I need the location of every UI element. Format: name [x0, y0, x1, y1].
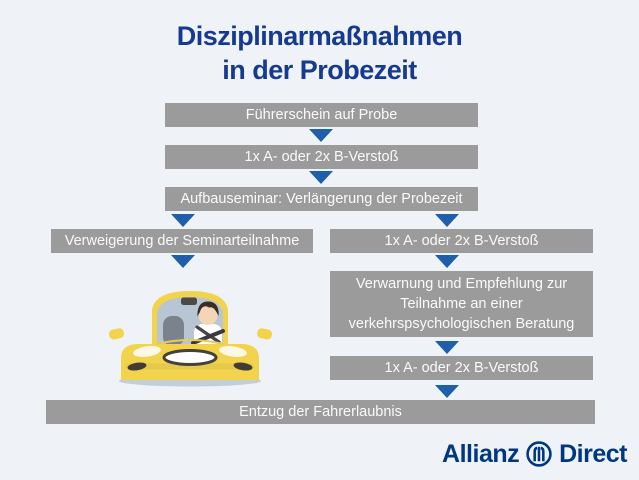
flow-box-entzug-fahrerlaubnis: Entzug der Fahrerlaubnis [46, 400, 595, 424]
flow-box-verweigerung-seminarteilnahme: Verweigerung der Seminarteilnahme [51, 229, 313, 253]
title-line-1: Disziplinarmaßnahmen [176, 21, 463, 51]
arrow-down-icon [309, 171, 333, 184]
arrow-down-icon [171, 214, 195, 227]
page-title: Disziplinarmaßnahmen in der Probezeit [0, 19, 639, 87]
car-hood-crease [156, 339, 224, 345]
arrow-down-icon [435, 385, 459, 398]
arrow-down-icon [309, 129, 333, 142]
car-rearview-mirror [181, 297, 197, 305]
allianz-eagle-circle-icon [526, 441, 552, 467]
car-grille [162, 349, 218, 366]
arrow-down-icon [171, 255, 195, 268]
car-headlight-right [219, 345, 247, 358]
brand-logo: Allianz Direct [442, 438, 627, 470]
flow-box-verwarnung-empfehlung: Verwarnung und Empfehlung zur Teilnahme … [330, 271, 593, 337]
flow-box-verstoss-2: 1x A- oder 2x B-Verstoß [330, 229, 593, 253]
car-headlight-left [133, 345, 161, 358]
car-foglight-left [127, 362, 147, 371]
driver-hair [197, 301, 219, 317]
flow-box-verstoss-3: 1x A- oder 2x B-Verstoß [330, 356, 593, 380]
driver-seatbelt [195, 325, 221, 344]
car-mirror-right [256, 328, 273, 340]
flow-box-verstoss-1: 1x A- oder 2x B-Verstoß [165, 145, 478, 169]
car-passenger-seat [163, 316, 184, 346]
arrow-down-icon [435, 255, 459, 268]
brand-word-direct: Direct [559, 439, 627, 468]
brand-word-allianz: Allianz [442, 439, 520, 468]
flow-box-aufbauseminar: Aufbauseminar: Verlängerung der Probezei… [165, 187, 478, 211]
title-line-2: in der Probezeit [222, 55, 417, 85]
arrow-down-icon [435, 341, 459, 354]
car-foglight-right [233, 362, 253, 371]
flow-box-fuehrerschein-auf-probe: Führerschein auf Probe [165, 103, 478, 127]
car-bumper [126, 363, 254, 370]
car-illustration [108, 291, 273, 387]
driver-head [198, 306, 218, 325]
car-mirror-left [108, 328, 125, 340]
arrow-down-icon [435, 214, 459, 227]
